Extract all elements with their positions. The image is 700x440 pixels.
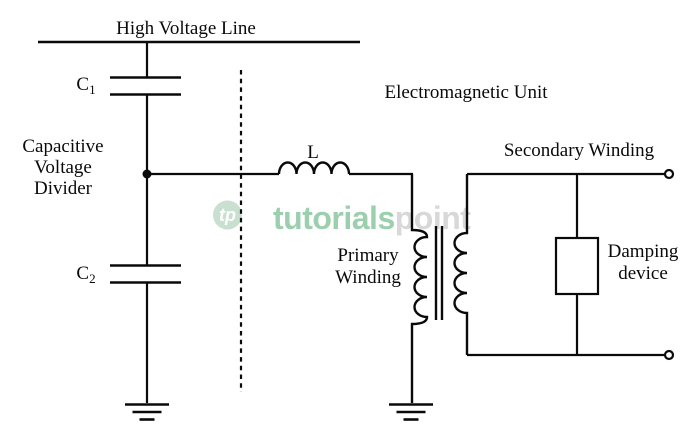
watermark-brand-text: tutorialspoint <box>273 200 471 236</box>
capacitor-c1-label: C1 <box>76 74 95 97</box>
watermark-brand-green: tutorials <box>273 200 395 236</box>
inductor-label: L <box>307 142 319 163</box>
tutorialspoint-logo-icon <box>213 200 242 230</box>
divider-label-line-3: Divider <box>34 178 93 199</box>
damping-device-box <box>554 236 600 296</box>
damping-device-label: Damping device <box>608 241 679 284</box>
tutorialspoint-logo-glyph: tp <box>219 205 236 225</box>
inductor-symbol <box>277 161 351 175</box>
c2-base: C <box>76 263 89 284</box>
electromagnetic-unit-label: Electromagnetic Unit <box>384 82 548 103</box>
c1-base: C <box>76 74 89 95</box>
watermark-brand-gray: point <box>395 200 472 236</box>
capacitor-c2-label: C2 <box>76 263 95 286</box>
damping-label-line-1: Damping <box>608 241 679 262</box>
c2-subscript: 2 <box>89 271 96 286</box>
c1-subscript: 1 <box>89 82 96 97</box>
secondary-winding-symbol <box>453 174 469 355</box>
damping-label-line-2: device <box>618 263 668 284</box>
divider-label-line-1: Capacitive <box>22 136 103 157</box>
output-terminal-top <box>663 168 675 180</box>
primary-label-line-1: Primary <box>337 245 399 266</box>
ground-symbol-primary <box>389 403 433 421</box>
high-voltage-line-label: High Voltage Line <box>116 18 256 39</box>
primary-winding-symbol <box>410 174 429 403</box>
secondary-winding-label: Secondary Winding <box>504 140 655 161</box>
capacitive-voltage-divider-label: Capacitive Voltage Divider <box>22 136 103 199</box>
ground-symbol-divider <box>125 403 169 421</box>
tutorialspoint-watermark: tp tutorialspoint <box>213 200 472 236</box>
primary-winding-label: Primary Winding <box>335 245 401 288</box>
divider-label-line-2: Voltage <box>34 157 92 178</box>
primary-label-line-2: Winding <box>335 267 401 288</box>
output-terminal-bottom <box>663 349 675 361</box>
